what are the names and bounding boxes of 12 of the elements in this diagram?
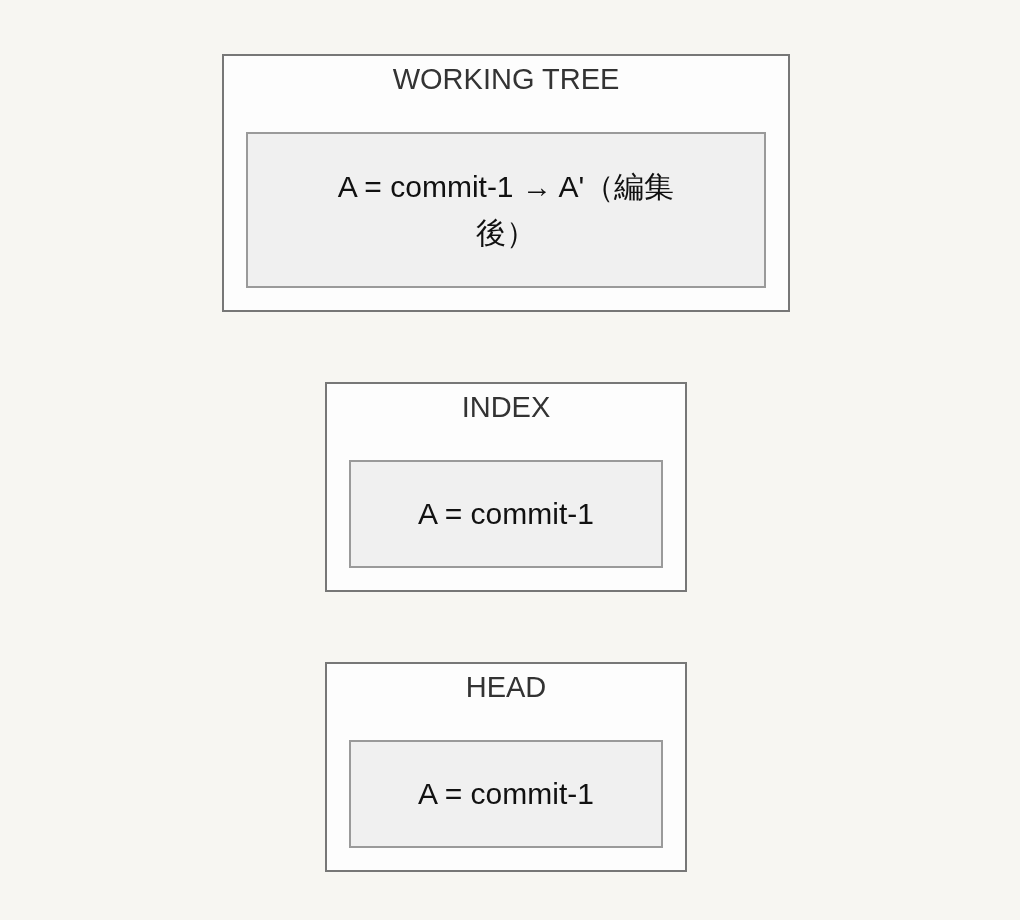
section-heading: WORKING TREE: [392, 65, 620, 94]
value-box: [349, 740, 663, 848]
value-text: A = commit-1: [417, 776, 595, 812]
group-box: [222, 54, 790, 312]
value-text: A = commit-1 → A'（編集後）: [336, 169, 676, 251]
group-box: [325, 662, 687, 872]
value-text: A = commit-1: [417, 496, 595, 532]
value-box: [349, 460, 663, 568]
section-heading: HEAD: [465, 673, 547, 702]
group-box: [325, 382, 687, 592]
value-box: [246, 132, 766, 288]
section-heading: INDEX: [461, 393, 551, 422]
